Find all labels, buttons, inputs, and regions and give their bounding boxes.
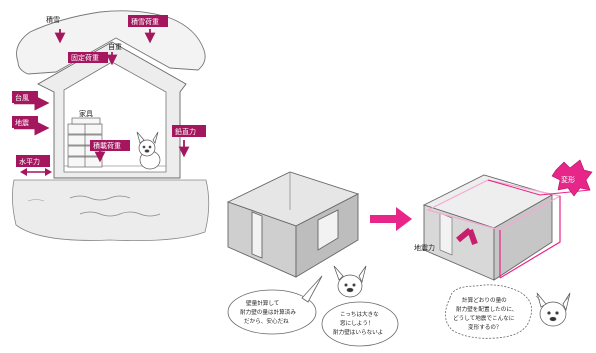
label-kagu: 家具 — [79, 109, 93, 118]
bubble2-line3: 耐力壁はいらないよ — [333, 328, 383, 336]
label-jiju: 自重 — [108, 42, 122, 51]
speech-bubble-2: こっちは大きな 窓にしよう！ 耐力壁はいらないよ — [321, 301, 399, 347]
bubble1-line3: だから、安心だね — [244, 317, 289, 325]
bubble1-line1: 壁量計算して — [246, 299, 279, 307]
box-model-before — [226, 171, 360, 278]
label-jishinryoku: 地震力 — [414, 243, 435, 252]
bubble2-line1: こっちは大きな — [340, 310, 379, 318]
label-kotei-kaju: 固定荷重 — [71, 53, 99, 62]
dog-illustration — [136, 131, 161, 170]
bubble3-line4: 変形するの？ — [468, 323, 502, 331]
label-suiheiryoku: 水平力 — [19, 157, 40, 166]
label-sekisai-kaju: 積載荷重 — [93, 141, 121, 150]
bubble3-line2: 耐力壁を配置したのに、 — [456, 305, 517, 313]
bubble3-line1: 計算どおりの量の — [462, 296, 507, 304]
horizontal-force-arrow-icon — [20, 168, 52, 176]
label-enchokuryoku: 鉛直力 — [175, 127, 196, 136]
transition-arrow-icon — [370, 207, 412, 231]
speech-bubble-1: 壁量計算して 耐力壁の量は計算済み だから、安心だね — [227, 275, 323, 335]
label-henkei: 変形 — [561, 175, 575, 184]
label-jishin: 地震 — [15, 118, 29, 127]
deformation-burst: 変形 — [551, 159, 593, 197]
bubble3-line3: どうして地震でこんなに — [453, 314, 515, 322]
label-sekisetsu: 積雪 — [46, 15, 60, 24]
speech-bubble-3: 計算どおりの量の 耐力壁を配置したのに、 どうして地震でこんなに 変形するの？ — [445, 284, 533, 339]
bubble1-line2: 耐力壁の量は計算済み — [240, 308, 296, 316]
ground — [12, 179, 210, 242]
house-illustration: 積雪 積雪荷重 自重 固定荷重 台風 地震 家具 鉛直力 積載荷重 水平力 — [12, 10, 210, 242]
label-taifu: 台風 — [15, 93, 29, 102]
dog-middle-illustration — [333, 265, 367, 298]
label-sekisetsu-kaju: 積雪荷重 — [131, 17, 159, 26]
dog-right-illustration — [535, 292, 571, 327]
box-model-after — [422, 174, 591, 281]
bubble2-line2: 窓にしよう！ — [340, 319, 374, 327]
